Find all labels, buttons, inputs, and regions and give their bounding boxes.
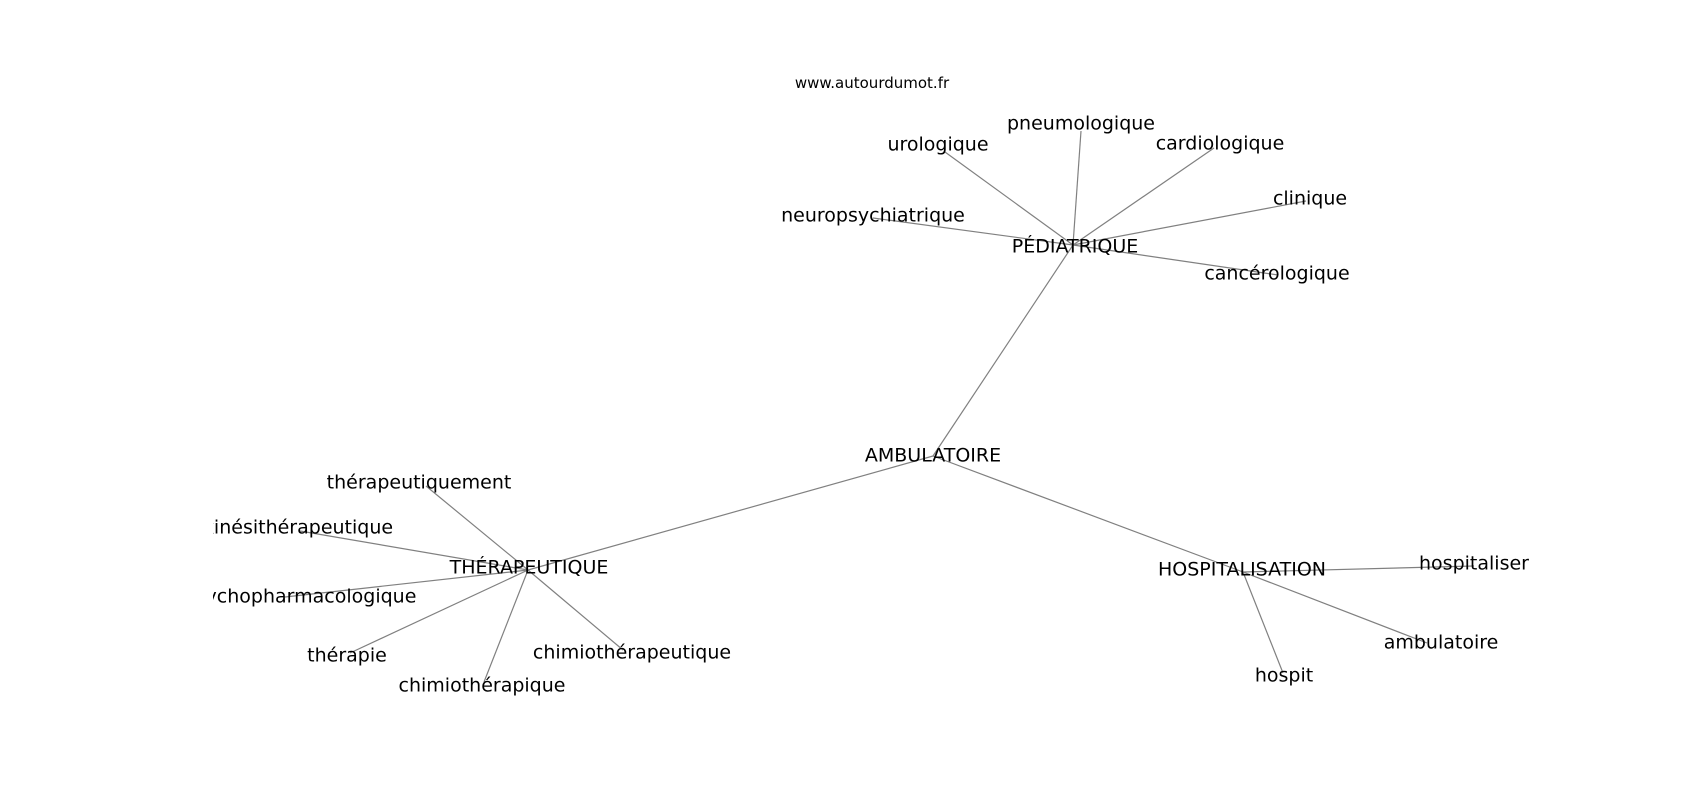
node-clinique: clinique	[1272, 187, 1348, 210]
edge-pediatrique-neuropsychiatrique	[872, 217, 1074, 246]
edge-pediatrique-clinique	[1072, 200, 1307, 246]
node-hospit: hospit	[1254, 664, 1314, 687]
edge-therapeutique-therapie	[349, 569, 529, 654]
node-psychopharmacologique: psychopharmacologique	[213, 585, 417, 608]
node-ambulatoire_leaf: ambulatoire	[1383, 631, 1499, 654]
node-urologique: urologique	[887, 133, 989, 156]
graph-plot-area: AMBULATOIRE PÉDIATRIQUE THÉRAPEUTIQUE HOSPI…	[213, 0, 1543, 800]
edge-ambulatoire_root-hospitalisation	[932, 455, 1244, 573]
edge-therapeutique-kinesitherapeutique	[299, 530, 529, 571]
node-cardiologique: cardiologique	[1155, 132, 1285, 155]
edge-therapeutique-therapeutiquement	[425, 485, 529, 571]
edge-pediatrique-cardiologique	[1072, 147, 1215, 246]
node-kinesitherapeutique: kinésithérapeutique	[213, 516, 394, 539]
source-label: www.autourdumot.fr	[794, 74, 950, 92]
node-cancerologique: cancérologique	[1204, 262, 1350, 285]
edge-therapeutique-psychopharmacologique	[284, 569, 529, 598]
graph-edges	[284, 130, 1475, 683]
node-pneumologique: pneumologique	[1006, 112, 1156, 135]
edge-ambulatoire_root-pediatrique	[932, 244, 1074, 457]
edge-ambulatoire_root-therapeutique	[527, 455, 934, 571]
node-pediatrique: PÉDIATRIQUE	[1011, 235, 1139, 258]
node-therapeutiquement: thérapeutiquement	[326, 471, 512, 494]
node-therapeutique: THÉRAPEUTIQUE	[449, 556, 609, 579]
node-ambulatoire_root: AMBULATOIRE	[864, 444, 1002, 467]
node-hospitaliser: hospitaliser	[1419, 552, 1529, 575]
edge-pediatrique-cancerologique	[1072, 244, 1279, 276]
edge-therapeutique-chimiotherapeutique	[527, 569, 624, 651]
node-chimiotherapique: chimiothérapique	[398, 674, 566, 697]
edge-therapeutique-chimiotherapique	[483, 569, 529, 683]
edge-pediatrique-pneumologique	[1072, 130, 1082, 246]
edge-hospitalisation-hospit	[1242, 571, 1284, 674]
node-chimiotherapeutique: chimiothérapeutique	[532, 641, 732, 664]
edge-pediatrique-urologique	[944, 151, 1074, 246]
node-hospitalisation: HOSPITALISATION	[1158, 558, 1326, 581]
edge-hospitalisation-ambulatoire_leaf	[1242, 571, 1428, 644]
node-neuropsychiatrique: neuropsychiatrique	[781, 204, 965, 227]
node-therapie: thérapie	[307, 644, 387, 667]
edge-hospitalisation-hospitaliser	[1242, 565, 1475, 573]
